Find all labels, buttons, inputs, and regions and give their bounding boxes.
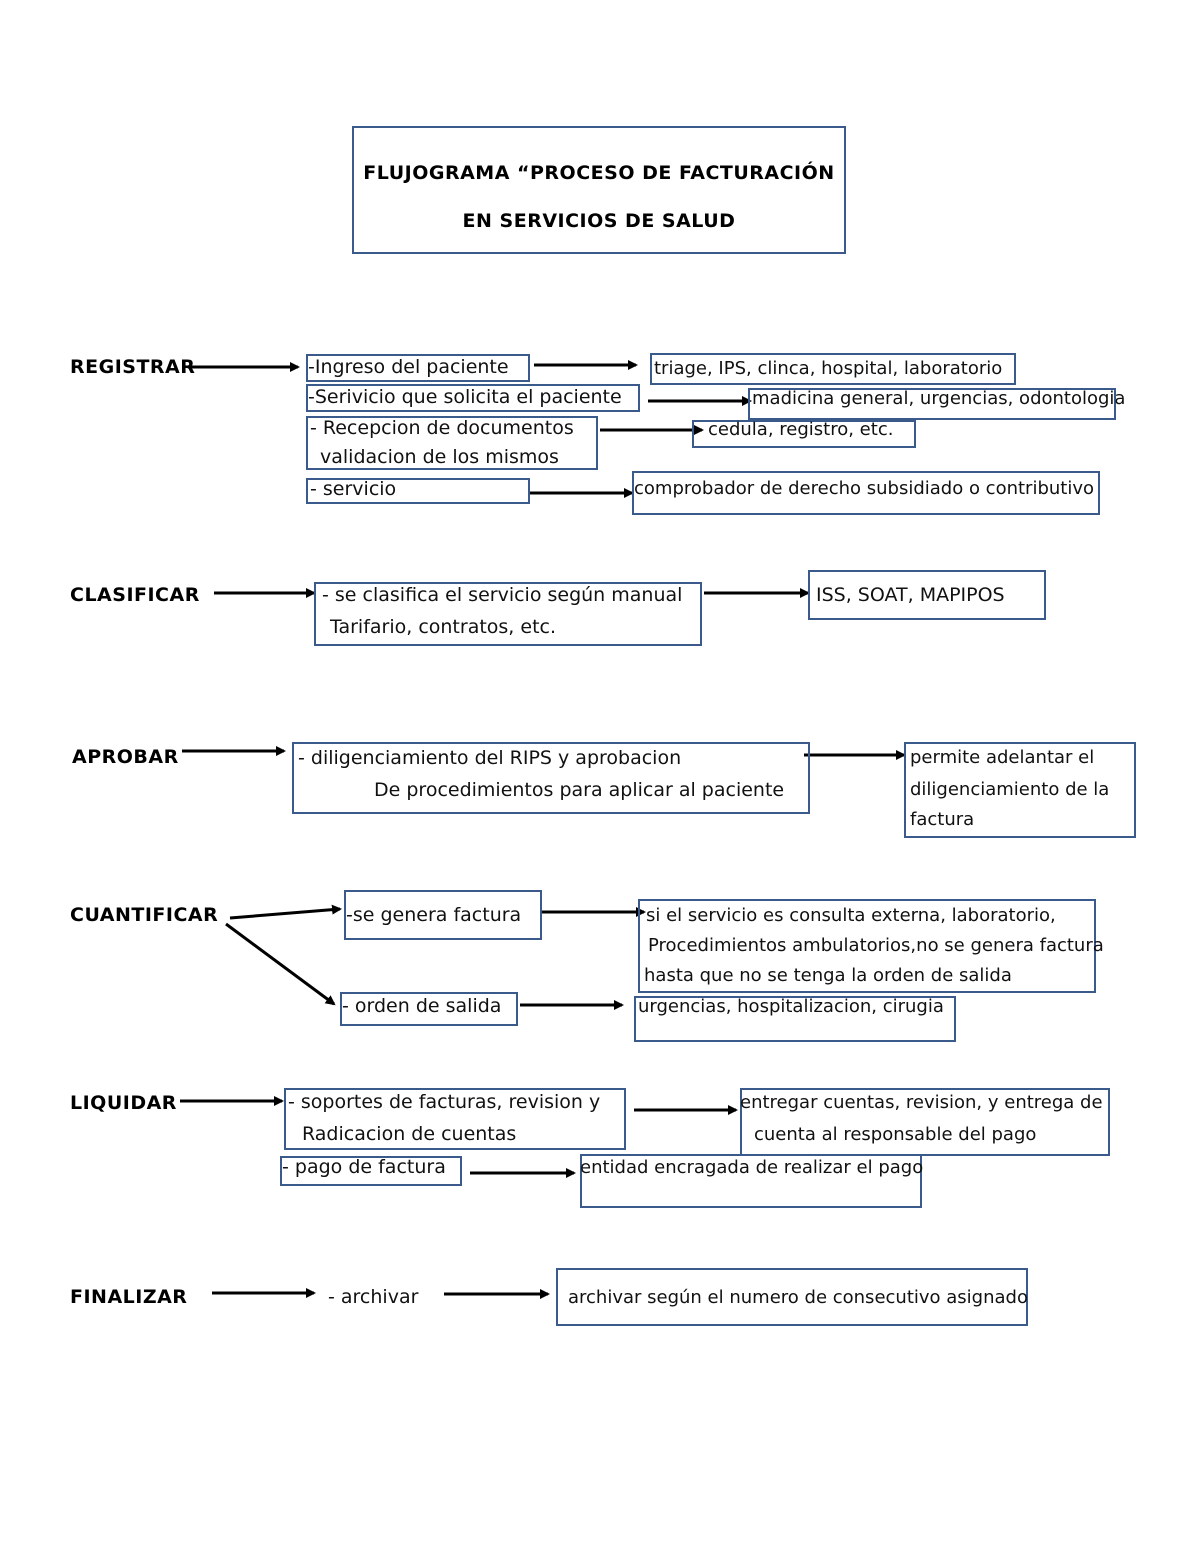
result-pago-factura-text: entidad encragada de realizar el pago xyxy=(580,1157,924,1178)
result-aprobar-text-line2: diligenciamiento de la xyxy=(910,779,1110,800)
title-line-1: FLUJOGRAMA “PROCESO DE FACTURACIÓN xyxy=(363,162,835,184)
step-servicio-solicita-text: -Serivicio que solicita el paciente xyxy=(308,386,622,408)
result-servicio-text: comprobador de derecho subsidiado o cont… xyxy=(634,478,1095,499)
result-soportes-text-line2: cuenta al responsable del pago xyxy=(754,1124,1037,1145)
step-genera-factura-box xyxy=(344,890,542,940)
step-servicio-solicita-box xyxy=(306,384,640,412)
step-clasifica-box xyxy=(314,582,702,646)
step-archivar-text: - archivar xyxy=(328,1286,419,1308)
result-ingreso-box xyxy=(650,353,1016,385)
stage-label-liquidar: LIQUIDAR xyxy=(70,1092,177,1114)
step-diligenciamiento-text-line1: - diligenciamiento del RIPS y aprobacion xyxy=(298,747,682,769)
step-ingreso-box xyxy=(306,354,530,382)
step-diligenciamiento-text-line2: De procedimientos para aplicar al pacien… xyxy=(374,779,785,801)
result-recepcion-text: cedula, registro, etc. xyxy=(708,419,894,440)
result-soportes-box xyxy=(740,1088,1110,1156)
result-servicio-box xyxy=(632,471,1100,515)
result-aprobar-text-line1: permite adelantar el xyxy=(910,747,1095,768)
result-pago-factura-box xyxy=(580,1154,922,1208)
title-line-2: EN SERVICIOS DE SALUD xyxy=(462,210,736,232)
step-servicio-box xyxy=(306,478,530,504)
step-diligenciamiento-box xyxy=(292,742,810,814)
result-ingreso-text: triage, IPS, clinca, hospital, laborator… xyxy=(654,358,1003,379)
result-archivar-text: archivar según el numero de consecutivo … xyxy=(568,1287,1028,1308)
step-soportes-text-line1: - soportes de facturas, revision y xyxy=(288,1091,601,1113)
step-clasifica-text-line1: - se clasifica el servicio según manual xyxy=(322,584,683,606)
result-orden-salida-box xyxy=(634,996,956,1042)
arrow-cuantificar-orden xyxy=(225,922,336,1006)
step-recepcion-text-line1: - Recepcion de documentos xyxy=(310,417,574,439)
step-orden-salida-text: - orden de salida xyxy=(342,995,502,1017)
step-soportes-box xyxy=(284,1088,626,1150)
result-genera-factura-box xyxy=(638,899,1096,993)
result-servicio-solicita-box xyxy=(748,388,1116,420)
stage-label-registrar: REGISTRAR xyxy=(70,356,196,378)
result-recepcion-box xyxy=(692,420,916,448)
result-archivar-box xyxy=(556,1268,1028,1326)
result-aprobar-box xyxy=(904,742,1136,838)
result-genera-factura-text-line3: hasta que no se tenga la orden de salida xyxy=(644,965,1012,986)
step-pago-factura-text: - pago de factura xyxy=(282,1156,446,1178)
step-pago-factura-box xyxy=(280,1156,462,1186)
step-genera-factura-text: -se genera factura xyxy=(346,904,522,926)
result-genera-factura-text-line1: si el servicio es consulta externa, labo… xyxy=(646,905,1056,926)
step-soportes-text-line2: Radicacion de cuentas xyxy=(302,1123,517,1145)
step-ingreso-text: -Ingreso del paciente xyxy=(308,356,509,378)
arrow-cuantificar-factura xyxy=(229,904,342,920)
result-aprobar-text-line3: factura xyxy=(910,809,975,830)
result-clasifica-box xyxy=(808,570,1046,620)
step-clasifica-text-line2: Tarifario, contratos, etc. xyxy=(330,616,557,638)
result-soportes-text-line1: entregar cuentas, revision, y entrega de xyxy=(740,1092,1103,1113)
stage-label-cuantificar: CUANTIFICAR xyxy=(70,904,219,926)
stage-label-aprobar: APROBAR xyxy=(72,746,179,768)
result-servicio-solicita-text: madicina general, urgencias, odontologia xyxy=(752,388,1126,409)
result-genera-factura-text-line2: Procedimientos ambulatorios,no se genera… xyxy=(648,935,1104,956)
stage-label-clasificar: CLASIFICAR xyxy=(70,584,200,606)
stage-label-finalizar: FINALIZAR xyxy=(70,1286,188,1308)
step-recepcion-text-line2: validacion de los mismos xyxy=(320,446,559,468)
title-box: FLUJOGRAMA “PROCESO DE FACTURACIÓN EN SE… xyxy=(352,126,846,254)
result-clasifica-text: ISS, SOAT, MAPIPOS xyxy=(816,584,1005,606)
step-recepcion-box xyxy=(306,416,598,470)
step-servicio-text: - servicio xyxy=(310,478,397,500)
result-orden-salida-text: urgencias, hospitalizacion, cirugia xyxy=(638,996,944,1017)
step-orden-salida-box xyxy=(340,992,518,1026)
